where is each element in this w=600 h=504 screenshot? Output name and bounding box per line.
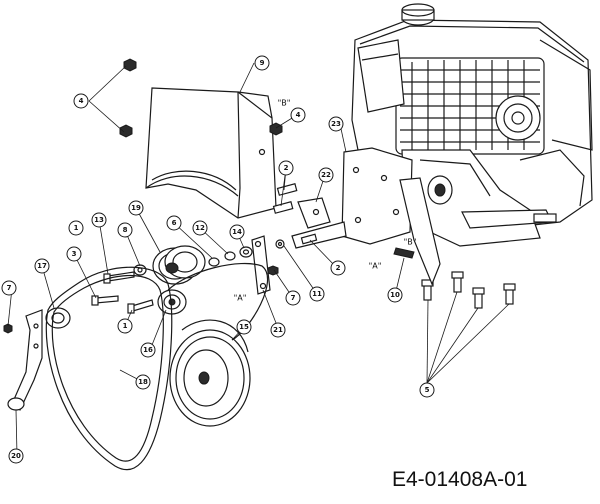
svg-text:4: 4	[296, 111, 301, 119]
svg-text:14: 14	[232, 228, 242, 236]
svg-text:17: 17	[37, 262, 47, 270]
callout-17: 17	[34, 258, 50, 274]
callouts: 4 9 4 23 2 22 13 19 6 12 14 1 8 3 17 7 2…	[1, 55, 435, 464]
callout-16: 16	[140, 342, 156, 358]
drive-belt-18	[45, 266, 173, 471]
svg-text:5: 5	[425, 386, 430, 394]
callout-3: 3	[66, 246, 82, 262]
idler-arm	[251, 235, 279, 295]
callout-7-left: 7	[1, 280, 17, 296]
callout-1-bottom: 1	[117, 318, 133, 334]
reference-marks: "B" "B" "A" "A"	[234, 99, 417, 303]
ref-mark-a-left: "A"	[234, 294, 247, 303]
engine-pulley	[152, 245, 253, 285]
callout-2-top: 2	[278, 160, 294, 176]
callout-15: 15	[236, 319, 252, 335]
callout-18: 18	[135, 374, 151, 390]
engine-mount-bolts	[421, 271, 516, 309]
svg-text:19: 19	[131, 204, 141, 212]
svg-text:22: 22	[321, 171, 331, 179]
svg-text:16: 16	[143, 346, 153, 354]
svg-text:10: 10	[390, 291, 400, 299]
callout-5: 5	[419, 382, 435, 398]
idler-bracket-parts	[272, 183, 331, 249]
callout-21: 21	[270, 322, 286, 338]
svg-text:1: 1	[74, 224, 79, 232]
belt-cover	[145, 87, 277, 219]
svg-text:20: 20	[11, 452, 21, 460]
svg-text:13: 13	[94, 216, 104, 224]
callout-9: 9	[254, 55, 270, 71]
callout-2-right: 2	[330, 260, 346, 276]
svg-text:3: 3	[72, 250, 77, 258]
svg-text:23: 23	[331, 120, 341, 128]
drive-shaft	[291, 221, 347, 249]
callout-20: 20	[8, 448, 24, 464]
callout-11: 11	[309, 286, 325, 302]
drawing-number: E4-01408A-01	[392, 468, 528, 491]
svg-text:18: 18	[138, 378, 148, 386]
svg-text:2: 2	[336, 264, 341, 272]
ref-mark-a-right: "A"	[369, 262, 382, 271]
ref-mark-b-bottom: "B"	[404, 238, 417, 247]
svg-text:7: 7	[291, 294, 296, 302]
callout-19: 19	[128, 200, 144, 216]
callout-4-cover-screw: 4	[73, 93, 89, 109]
callout-13: 13	[91, 212, 107, 228]
callout-22: 22	[318, 167, 334, 183]
svg-text:11: 11	[312, 290, 322, 298]
callout-10: 10	[387, 287, 403, 303]
svg-text:6: 6	[172, 219, 177, 227]
drive-belt-15	[167, 262, 269, 341]
svg-text:2: 2	[284, 164, 289, 172]
svg-text:9: 9	[260, 59, 265, 67]
svg-text:12: 12	[195, 224, 205, 232]
callout-6: 6	[166, 215, 182, 231]
svg-text:8: 8	[123, 226, 128, 234]
callout-4-right: 4	[290, 107, 306, 123]
ref-mark-b-top: "B"	[278, 99, 291, 108]
svg-text:4: 4	[79, 97, 84, 105]
callout-12: 12	[192, 220, 208, 236]
callout-7-right: 7	[285, 290, 301, 306]
cover-screws	[119, 58, 283, 156]
callout-8: 8	[117, 222, 133, 238]
svg-text:21: 21	[273, 326, 283, 334]
callout-14: 14	[229, 224, 245, 240]
callout-23: 23	[328, 116, 344, 132]
auger-pulley	[169, 319, 251, 427]
svg-text:1: 1	[123, 322, 128, 330]
svg-text:7: 7	[7, 284, 12, 292]
callout-1-top: 1	[68, 220, 84, 236]
svg-text:15: 15	[239, 323, 249, 331]
